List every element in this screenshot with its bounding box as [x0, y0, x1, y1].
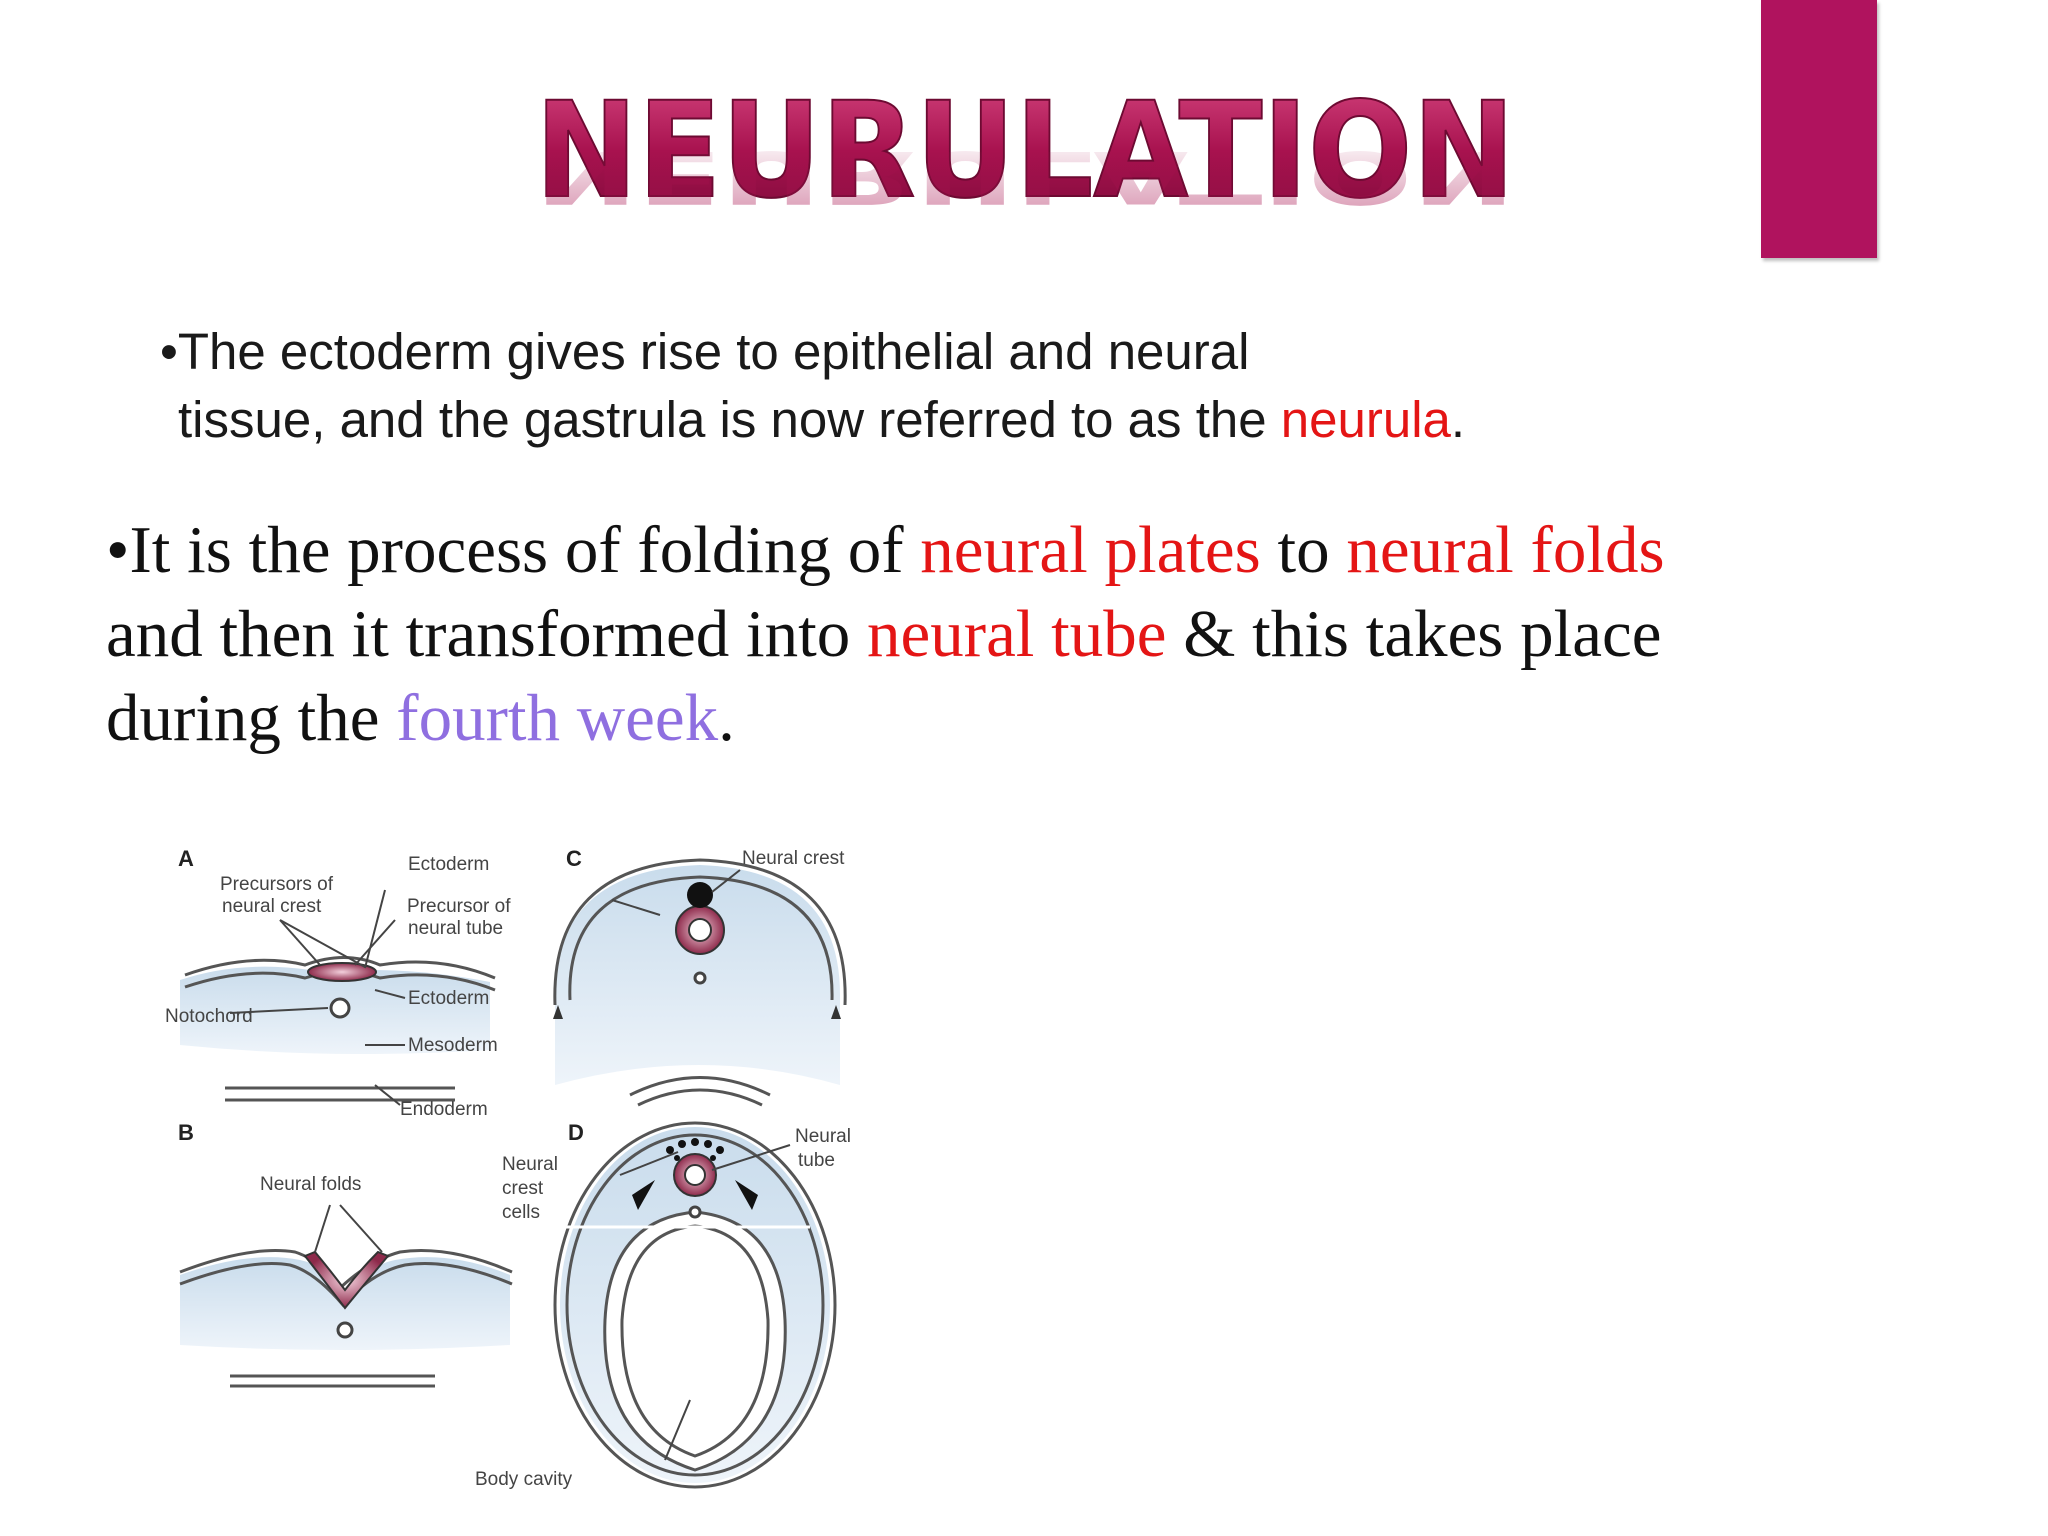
- label-mesoderm: Mesoderm: [408, 1035, 498, 1056]
- panel-label-a: A: [178, 846, 194, 871]
- label-endoderm: Endoderm: [400, 1099, 488, 1120]
- fourth-week-term: fourth week: [396, 681, 719, 755]
- bullet-marker: •: [106, 513, 130, 587]
- neurulation-diagram: A Precursors of neural crest Ectoderm Pr…: [150, 820, 880, 1510]
- title-reflection: NEURULATION: [535, 135, 1515, 220]
- label-precursors-neural-crest: Precursors of: [220, 874, 334, 895]
- label-precursor-neural-tube: Precursor of: [407, 896, 511, 917]
- label-ectoderm-top: Ectoderm: [408, 854, 489, 875]
- panel-c: C Neural crest: [553, 846, 847, 1107]
- label-neural-crest-cells-3: cells: [502, 1202, 540, 1223]
- accent-bar: [1761, 0, 1877, 258]
- label-ectoderm-mid: Ectoderm: [408, 988, 489, 1009]
- bullet-process: •It is the process of folding of neural …: [106, 508, 1756, 760]
- label-neural-tube-2: tube: [798, 1150, 835, 1171]
- text-segment: to: [1260, 513, 1347, 587]
- bullet-line-1: The ectoderm gives rise to epithelial an…: [177, 323, 1250, 380]
- panel-label-d: D: [568, 1120, 584, 1145]
- label-body-cavity: Body cavity: [475, 1469, 573, 1490]
- label-neural-crest-cells-2: crest: [502, 1178, 544, 1199]
- panel-b: B Neural folds: [178, 1120, 513, 1388]
- text-segment: It is the process of folding of: [129, 513, 921, 587]
- period: .: [718, 681, 735, 755]
- neurula-term: neurula: [1280, 391, 1451, 448]
- neural-folds-term: neural folds: [1346, 513, 1665, 587]
- panel-d: D Neural crest cells Neural tube Body ca…: [475, 1120, 851, 1490]
- label-precursors-neural-crest-2: neural crest: [222, 896, 322, 917]
- panel-label-b: B: [178, 1120, 194, 1145]
- bullet-ectoderm: •The ectoderm gives rise to epithelial a…: [160, 318, 1660, 454]
- label-precursor-neural-tube-2: neural tube: [408, 918, 503, 939]
- label-notochord: Notochord: [165, 1006, 253, 1027]
- title-text: NEURULATION: [535, 78, 1515, 228]
- label-neural-tube: Neural: [795, 1126, 851, 1147]
- bullet-line-2: tissue, and the gastrula is now referred…: [178, 391, 1281, 448]
- slide-title: NEURULATION NEURULATION: [530, 78, 1520, 278]
- panel-a: A Precursors of neural crest Ectoderm Pr…: [165, 846, 511, 1120]
- period: .: [1450, 391, 1466, 448]
- panel-label-c: C: [566, 846, 582, 871]
- text-segment: & this takes place during the: [106, 597, 1662, 755]
- neural-plates-term: neural plates: [920, 513, 1261, 587]
- text-segment: and then it transformed into: [106, 597, 868, 671]
- label-neural-crest-cells: Neural: [502, 1154, 558, 1175]
- label-neural-crest: Neural crest: [742, 848, 845, 869]
- bullet-marker: •: [160, 323, 178, 380]
- neural-tube-term: neural tube: [867, 597, 1167, 671]
- label-neural-folds: Neural folds: [260, 1174, 361, 1195]
